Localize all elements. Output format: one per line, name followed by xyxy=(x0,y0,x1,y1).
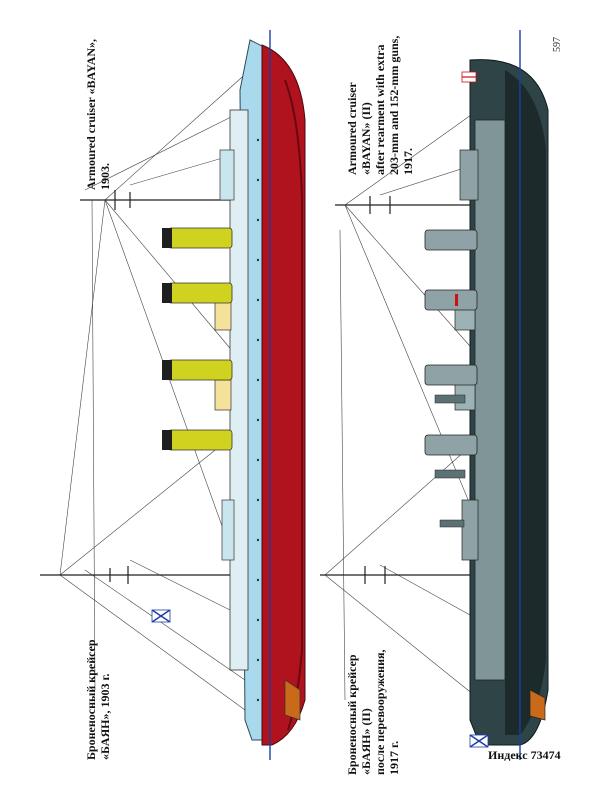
boats-1917 xyxy=(434,394,466,528)
cruiser-1917-drawing xyxy=(320,30,549,760)
rigging-1903 xyxy=(59,69,251,711)
index-label: Индекс 73474 xyxy=(488,748,561,762)
funnel-4-1903 xyxy=(167,429,233,451)
funnels-1917 xyxy=(424,229,478,456)
funnels-1903 xyxy=(162,227,233,451)
funnel-2-1917 xyxy=(424,289,478,311)
portholes-1903 xyxy=(256,138,260,702)
superstructure-1917 xyxy=(474,119,506,681)
caption-en-1917: Armoured cruiser «BAYAN» (II) after rear… xyxy=(345,35,415,175)
hull-lower-red-1903 xyxy=(261,44,306,746)
caption-ru-1917: Броненосный крейсер «БАЯН» (II) после пе… xyxy=(345,649,401,775)
caption-en-1903: Armoured cruiser «BAYAN», 1903. xyxy=(84,38,112,190)
funnel-3-1903 xyxy=(167,359,233,381)
funnel-4-1917 xyxy=(424,434,478,456)
page-number: 597 xyxy=(552,37,563,52)
funnel-1-1917 xyxy=(424,229,478,251)
cruiser-1903-drawing xyxy=(40,30,306,760)
funnel-3-1917 xyxy=(424,364,478,386)
funnel-1-1903 xyxy=(167,227,233,249)
caption-ru-1903: Броненосный крейсер «БАЯН», 1903 г. xyxy=(84,639,112,760)
funnel-2-1903 xyxy=(167,282,233,304)
